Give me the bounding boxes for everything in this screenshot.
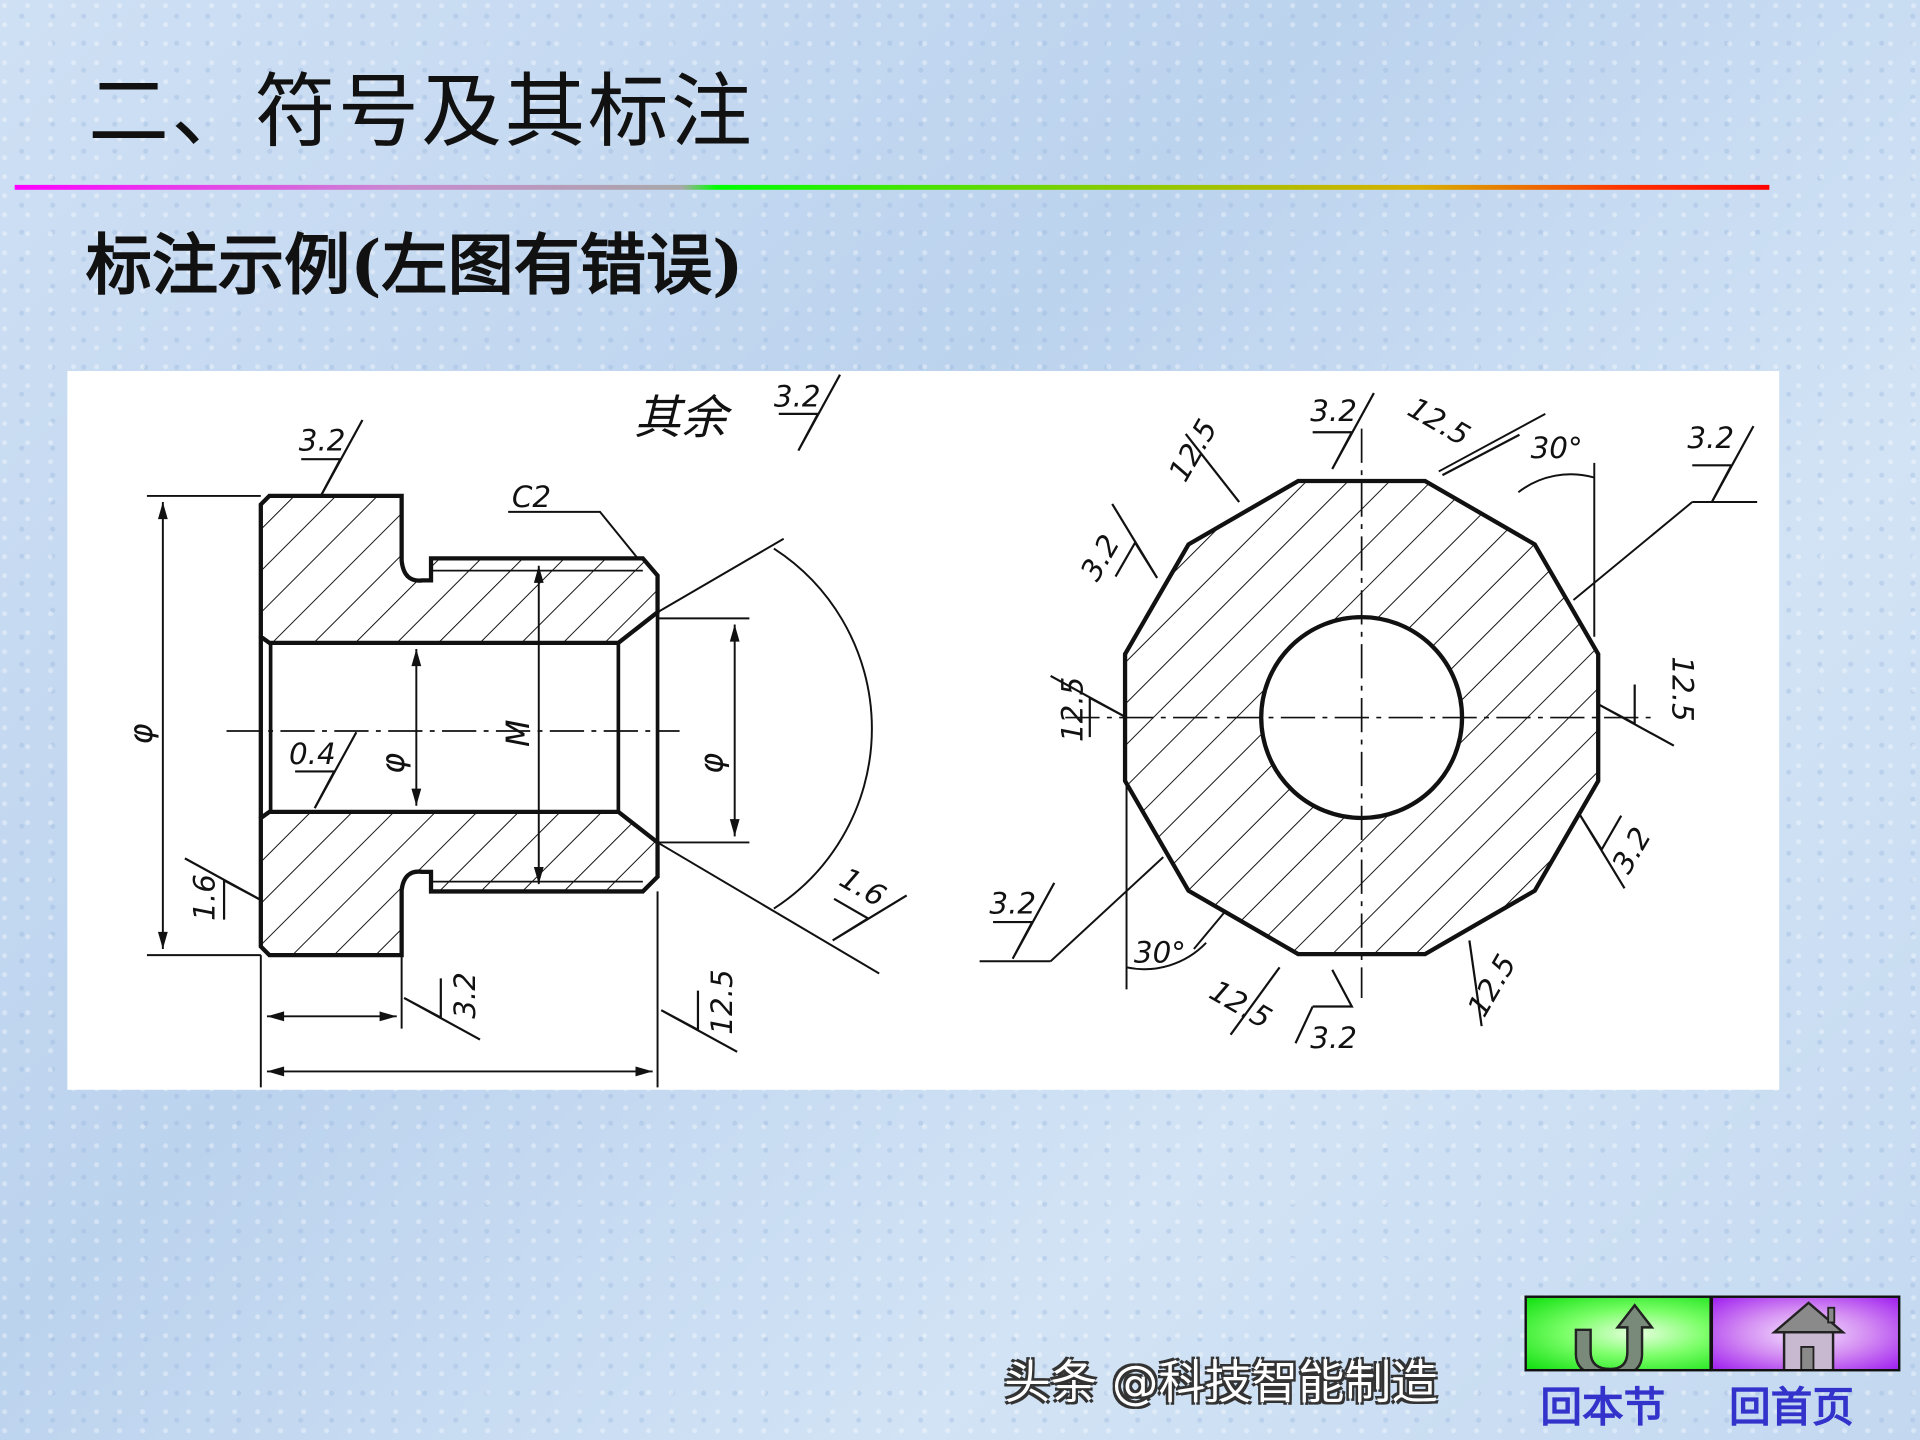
roughness-symbol [1692, 425, 1755, 503]
dodecagon-end-view [979, 413, 1758, 998]
roughness-symbol [1050, 674, 1128, 738]
bushing-section-view [146, 493, 880, 1088]
lower-section [258, 809, 660, 958]
diameter-label-bore: φ [374, 753, 412, 774]
back-to-section-label[interactable]: 回本节 [1540, 1383, 1666, 1433]
roughness-value: 3.2 [1074, 529, 1127, 586]
roughness-value: 3.2 [448, 972, 482, 1019]
angle-label-bottom: 30° [1134, 935, 1186, 969]
roughness-value: 3.2 [1310, 1021, 1357, 1055]
roughness-value: 3.2 [989, 886, 1036, 920]
roughness-value: 12.5 [1055, 677, 1089, 742]
back-to-home-button[interactable] [1710, 1295, 1901, 1373]
roughness-value: 12.5 [1162, 414, 1224, 488]
roughness-symbol [993, 882, 1056, 960]
watermark: 头条 @科技智能制造 [1004, 1355, 1438, 1410]
roughness-value: 3.2 [774, 380, 821, 414]
roughness-symbol [1312, 392, 1375, 470]
title-divider [14, 184, 1770, 190]
roughness-value: 12.5 [1204, 973, 1278, 1035]
upper-section [258, 493, 660, 646]
roughness-symbol [778, 374, 841, 452]
roughness-symbol [1597, 684, 1675, 747]
back-to-section-button[interactable] [1524, 1295, 1712, 1378]
roughness-value: 1.6 [187, 874, 221, 921]
roughness-symbol [1294, 969, 1354, 1044]
roughness-symbols-right [993, 392, 1755, 1044]
roughness-symbol [295, 731, 358, 809]
thread-label: M [499, 719, 537, 746]
roughness-symbol [403, 978, 481, 1041]
slide-subtitle: 标注示例(左图有错误) [85, 225, 744, 304]
roughness-value: 12.5 [1666, 656, 1700, 721]
roughness-symbol [301, 419, 364, 497]
chamfer-label: C2 [512, 480, 551, 514]
roughness-symbol [660, 990, 738, 1053]
diameter-label-cone: φ [692, 753, 730, 774]
roughness-symbol [1468, 940, 1483, 1027]
roughness-value: 3.2 [299, 424, 346, 458]
roughness-symbol [1229, 966, 1281, 1036]
roughness-symbols-left [184, 374, 908, 1053]
roughness-value: 12.5 [1402, 390, 1476, 452]
u-turn-arrow-icon [1574, 1303, 1655, 1378]
house-icon [1770, 1301, 1847, 1373]
roughness-value: 0.4 [289, 737, 336, 771]
roughness-symbol [1111, 503, 1159, 579]
roughness-symbol [832, 894, 908, 942]
roughness-symbol [1184, 433, 1241, 503]
roughness-symbol [184, 857, 262, 920]
roughness-value: 12.5 [1461, 949, 1523, 1023]
roughness-value: 12.5 [705, 969, 739, 1034]
roughness-symbol [1578, 813, 1626, 889]
angle-label-top: 30° [1531, 431, 1583, 465]
slide-title: 二、符号及其标注 [88, 64, 755, 160]
other-surfaces-label: 其余 [634, 390, 733, 444]
roughness-symbol [1441, 433, 1520, 477]
diameter-label-outer: φ [122, 723, 160, 744]
roughness-value: 3.2 [1310, 394, 1357, 428]
roughness-value: 3.2 [1687, 421, 1734, 455]
back-to-home-label[interactable]: 回首页 [1728, 1383, 1854, 1433]
roughness-value: 1.6 [834, 861, 891, 914]
